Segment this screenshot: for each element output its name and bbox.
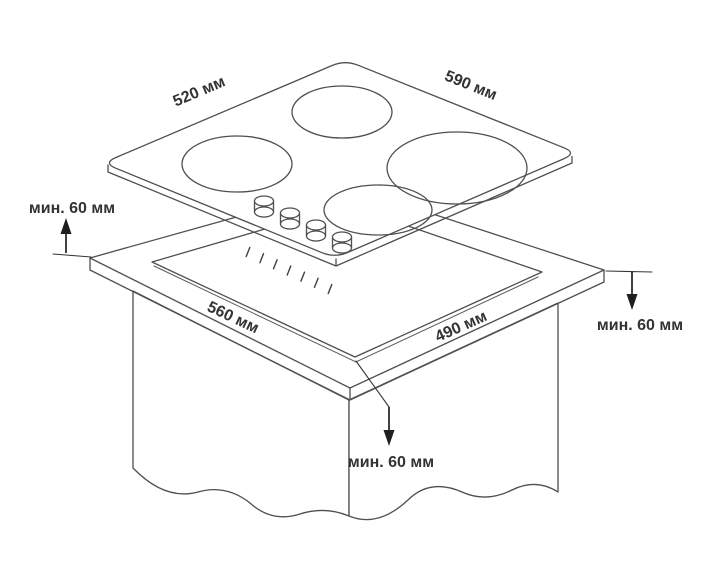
control-knobs (253, 195, 353, 254)
countertop-front-edge (89, 257, 605, 401)
cabinet-left-panel (132, 290, 350, 518)
hob (107, 62, 573, 295)
clip-mark (300, 271, 306, 282)
mounting-clips (245, 246, 333, 295)
clearance-bottom-label: мин. 60 мм (348, 454, 434, 471)
clip-mark (327, 283, 333, 295)
cabinet (132, 290, 559, 521)
clearance-left-label: мин. 60 мм (29, 200, 115, 217)
clearance-right: мин. 60 мм (597, 270, 683, 334)
hob-glass-top (108, 62, 572, 256)
clearance-right-label: мин. 60 мм (597, 317, 683, 334)
cabinet-right-panel (348, 302, 559, 521)
arrow-down-icon (626, 294, 638, 310)
burners (181, 85, 528, 236)
leader-line (605, 270, 653, 273)
hob-width-label: 520 мм (171, 73, 228, 110)
clip-mark (313, 277, 319, 288)
leader-line (355, 360, 390, 408)
clip-mark (286, 265, 292, 276)
clearance-left: мин. 60 мм (29, 200, 115, 258)
clip-mark (259, 252, 265, 264)
burner-ring (323, 184, 433, 236)
control-knob (331, 231, 353, 254)
control-knob (305, 219, 327, 242)
cutout-inner-wall (153, 265, 539, 363)
control-knob (253, 195, 275, 218)
hob-depth-label: 590 мм (442, 68, 499, 104)
burner-ring (181, 135, 293, 193)
burner-ring (291, 85, 393, 139)
clearance-bottom: мин. 60 мм (348, 360, 434, 471)
hob-side-thickness (107, 155, 573, 267)
control-knob (279, 207, 301, 230)
leader-line (52, 253, 92, 258)
countertop (89, 185, 605, 401)
arrow-down-icon (383, 430, 395, 446)
clip-mark (272, 259, 278, 270)
arrow-up-icon (60, 218, 72, 234)
clip-mark (245, 246, 251, 258)
burner-ring (386, 131, 528, 205)
